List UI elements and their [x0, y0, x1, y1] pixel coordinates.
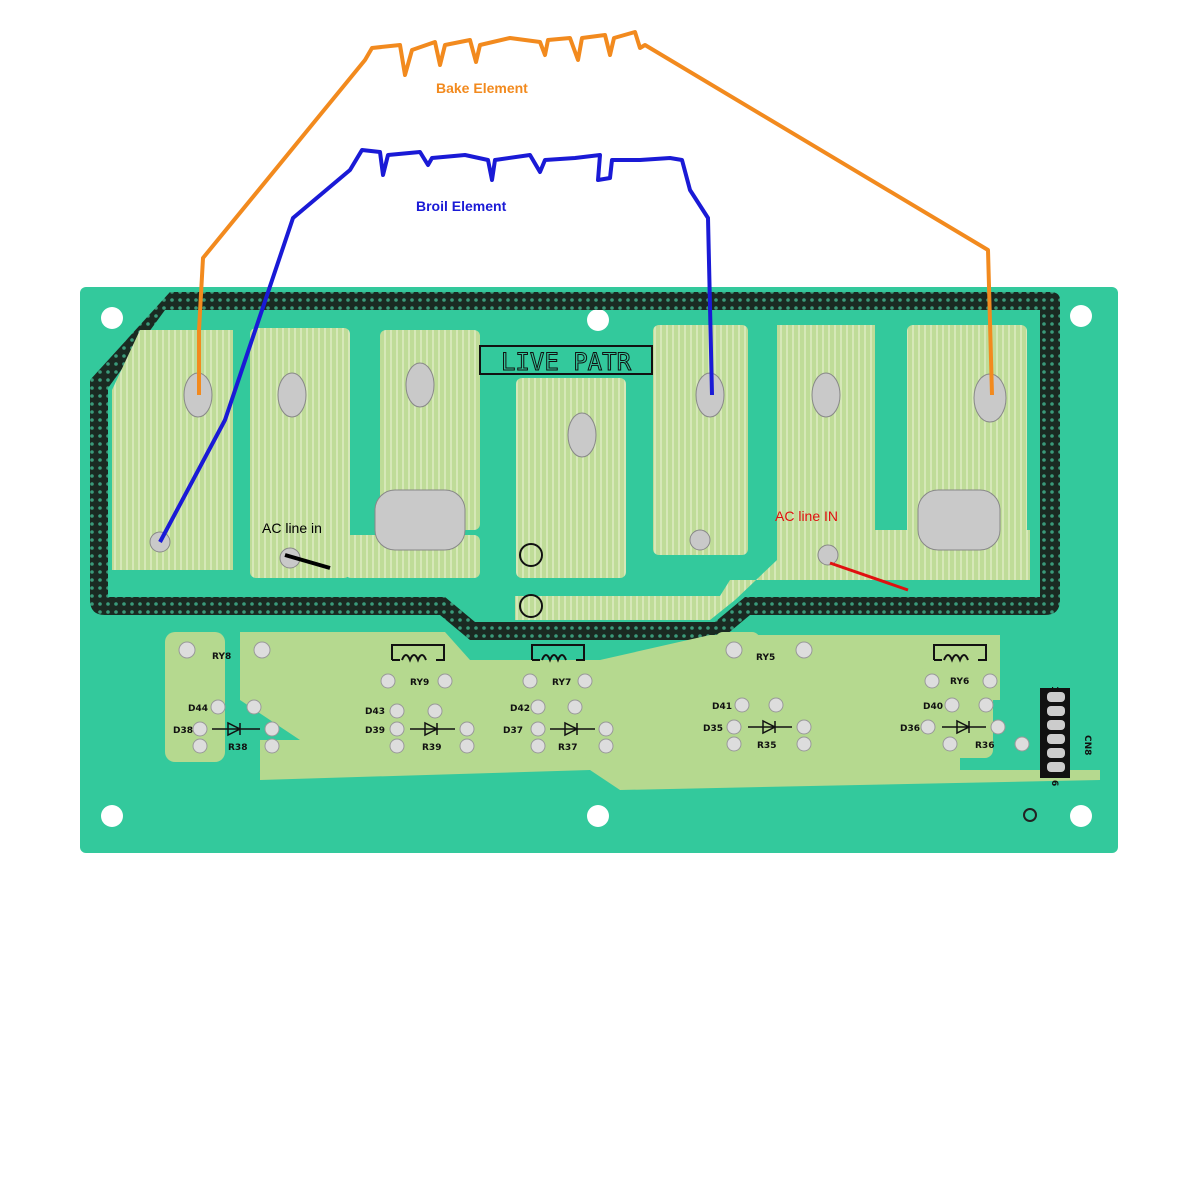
bake-element-label: Bake Element: [436, 80, 528, 96]
relay-label: RY5: [756, 653, 775, 663]
solder-terminals: [149, 362, 1007, 618]
connector-pin-label: 1: [1049, 686, 1059, 692]
diode-label: D40: [923, 702, 943, 712]
relay-label: RY8: [212, 652, 231, 662]
broil-element-wire: [158, 148, 714, 543]
connector-pins: [1047, 692, 1065, 772]
ac-line-in-left-marker: [284, 553, 331, 570]
resistor-label: R36: [975, 741, 994, 751]
power-pads: [112, 325, 1030, 620]
diode-label: D39: [365, 726, 385, 736]
connector-label: CN8: [1082, 735, 1092, 755]
mounting-holes: [101, 305, 1092, 827]
diode-label: D35: [703, 724, 723, 734]
ac-line-in-right-marker: [829, 561, 909, 592]
signal-traces: [165, 632, 1100, 790]
ac-line-in-left-label: AC line in: [262, 520, 322, 536]
live-area-border: [90, 292, 1060, 640]
diode-label: D41: [712, 702, 732, 712]
connector-pin-label: 6: [1049, 780, 1059, 786]
resistor-label: R39: [422, 743, 441, 753]
relay-label: RY9: [410, 678, 429, 688]
bake-element-wire: [197, 30, 994, 396]
relay-label: RY7: [552, 678, 571, 688]
resistor-label: R37: [558, 743, 577, 753]
diode-label: D38: [173, 726, 193, 736]
diode-label: D37: [503, 726, 523, 736]
diode-icons: [212, 719, 986, 737]
diode-label: D43: [365, 707, 385, 717]
ac-line-in-right-label: AC line IN: [775, 508, 838, 524]
broil-element-label: Broil Element: [416, 198, 507, 214]
live-part-label: LIVE PATR: [501, 348, 632, 376]
diode-label: D42: [510, 704, 530, 714]
diode-label: D44: [188, 704, 208, 714]
resistor-label: R38: [228, 743, 247, 753]
silkscreen-labels: RY8 RY9 RY7 RY5 RY6 D44 D43 D42 D41 D40 …: [173, 652, 1092, 786]
relay-label: RY6: [950, 677, 969, 687]
resistor-label: R35: [757, 741, 776, 751]
component-pads: [178, 641, 1030, 754]
diode-label: D36: [900, 724, 920, 734]
relay-coil-icons: [391, 644, 987, 663]
